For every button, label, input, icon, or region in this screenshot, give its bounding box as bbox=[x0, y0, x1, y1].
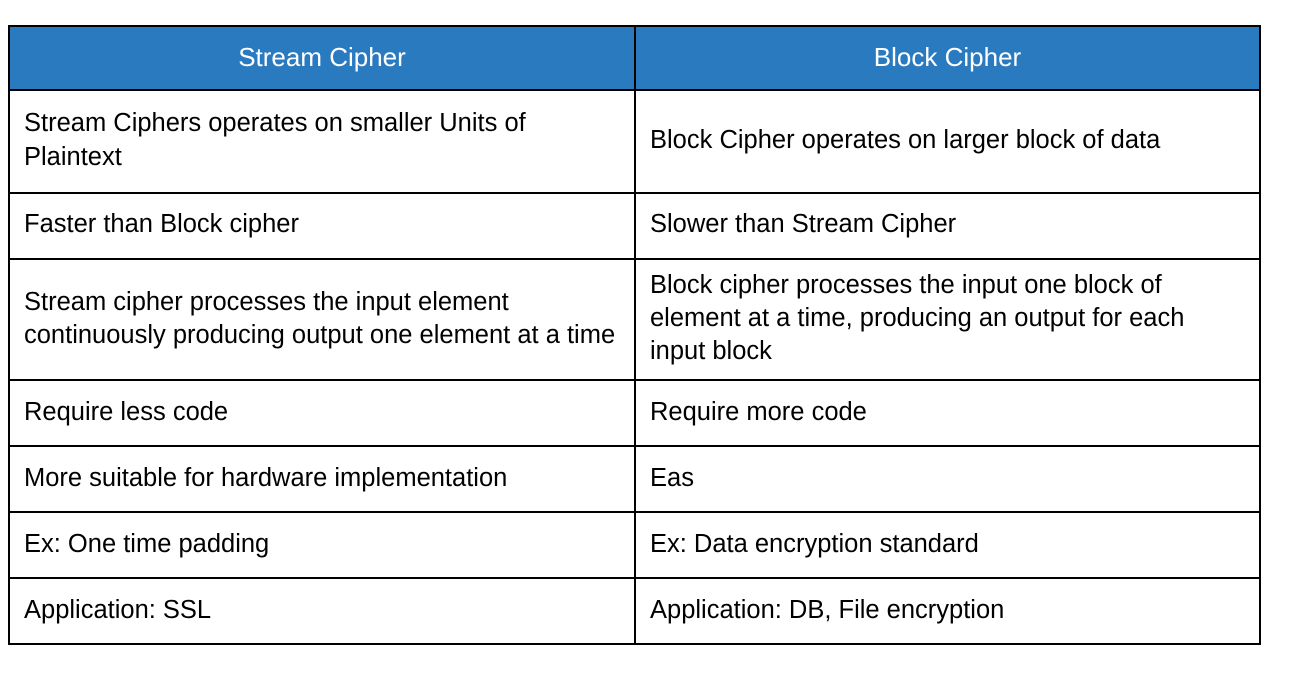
table-row: Stream cipher processes the input elemen… bbox=[8, 257, 1261, 382]
table-header-row: Stream Cipher Block Cipher bbox=[8, 25, 1261, 91]
cell-block-1: Block Cipher operates on larger block of… bbox=[634, 89, 1261, 194]
cipher-comparison-table: Stream Cipher Block Cipher Stream Cipher… bbox=[8, 25, 1261, 646]
cell-stream-4: Require less code bbox=[8, 379, 636, 448]
cell-stream-3: Stream cipher processes the input elemen… bbox=[8, 257, 636, 382]
cell-stream-2: Faster than Block cipher bbox=[8, 192, 636, 260]
cell-stream-1: Stream Ciphers operates on smaller Units… bbox=[8, 89, 636, 194]
table-row: Ex: One time padding Ex: Data encryption… bbox=[8, 511, 1261, 580]
cell-block-2: Slower than Stream Cipher bbox=[634, 192, 1261, 260]
table-row: Application: SSL Application: DB, File e… bbox=[8, 577, 1261, 646]
cell-block-3: Block cipher processes the input one blo… bbox=[634, 257, 1261, 382]
table-body: Stream Ciphers operates on smaller Units… bbox=[8, 89, 1261, 646]
cell-block-5: Eas bbox=[634, 445, 1261, 514]
column-header-block-cipher: Block Cipher bbox=[634, 25, 1261, 91]
table-row: More suitable for hardware implementatio… bbox=[8, 445, 1261, 514]
cell-block-7: Application: DB, File encryption bbox=[634, 577, 1261, 646]
cell-block-4: Require more code bbox=[634, 379, 1261, 448]
table-header: Stream Cipher Block Cipher bbox=[8, 25, 1261, 91]
cell-stream-7: Application: SSL bbox=[8, 577, 636, 646]
table-row: Require less code Require more code bbox=[8, 379, 1261, 448]
cell-block-6: Ex: Data encryption standard bbox=[634, 511, 1261, 580]
column-header-stream-cipher: Stream Cipher bbox=[8, 25, 636, 91]
table-row: Faster than Block cipher Slower than Str… bbox=[8, 192, 1261, 260]
cell-stream-6: Ex: One time padding bbox=[8, 511, 636, 580]
cell-stream-5: More suitable for hardware implementatio… bbox=[8, 445, 636, 514]
table-row: Stream Ciphers operates on smaller Units… bbox=[8, 89, 1261, 194]
